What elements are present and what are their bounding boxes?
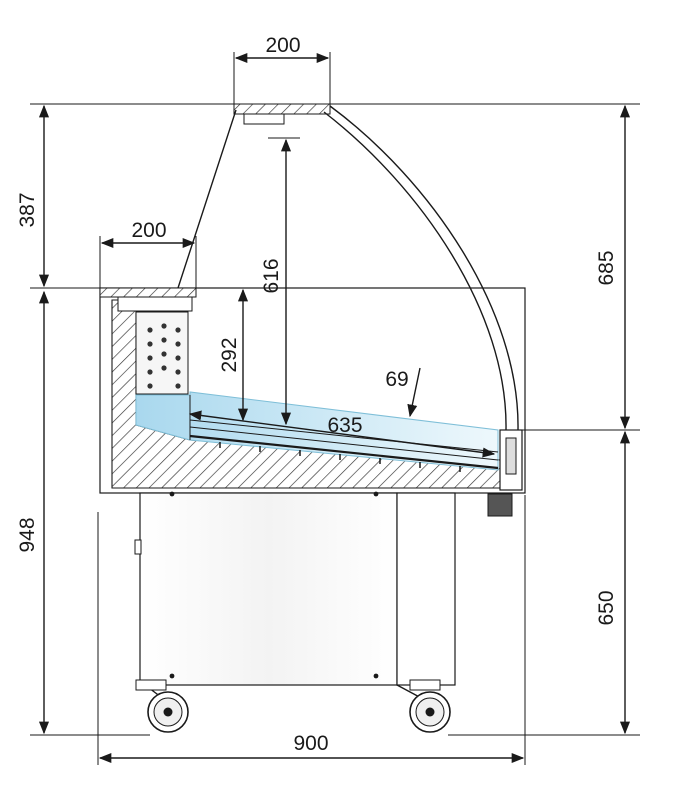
label-tray-length: 635 [327,414,362,437]
caster-wheel-right [396,679,451,733]
label-top-width: 200 [265,34,300,57]
perforation-dots [147,323,181,389]
extension-lines [30,52,640,765]
rear-shelf [99,287,197,298]
front-foot [487,493,513,517]
dim-glass-offset [407,367,421,418]
label-inner-height: 616 [260,258,283,293]
base-stand [134,491,456,686]
label-right-upper: 685 [595,250,618,285]
side-latch [134,539,142,555]
label-upper-height: 387 [16,192,39,227]
label-tray-height: 292 [218,337,241,372]
glass-canopy [177,103,519,431]
label-glass-offset: 69 [385,368,408,391]
base-screws [169,491,379,679]
label-shelf-width: 200 [131,219,166,242]
front-glass-inner [323,111,507,431]
caster-wheel-left [135,679,189,733]
dim-tray-length [188,410,496,458]
base-cabinet [139,492,398,686]
label-right-lower: 650 [595,590,618,625]
cabinet-body [99,287,526,517]
label-total-height: 948 [16,517,39,552]
lamp [243,113,285,125]
base-side-panel [396,492,456,686]
dimension-labels: 200 200 387 616 685 292 69 635 948 650 9… [16,34,618,755]
rear-glass [177,109,237,289]
dimension-arrows [38,52,631,764]
front-glass-outer [329,105,519,431]
top-lamp-housing [233,103,331,115]
front-control [505,437,517,475]
label-total-width: 900 [293,732,328,755]
rear-shelf-support [117,296,193,312]
